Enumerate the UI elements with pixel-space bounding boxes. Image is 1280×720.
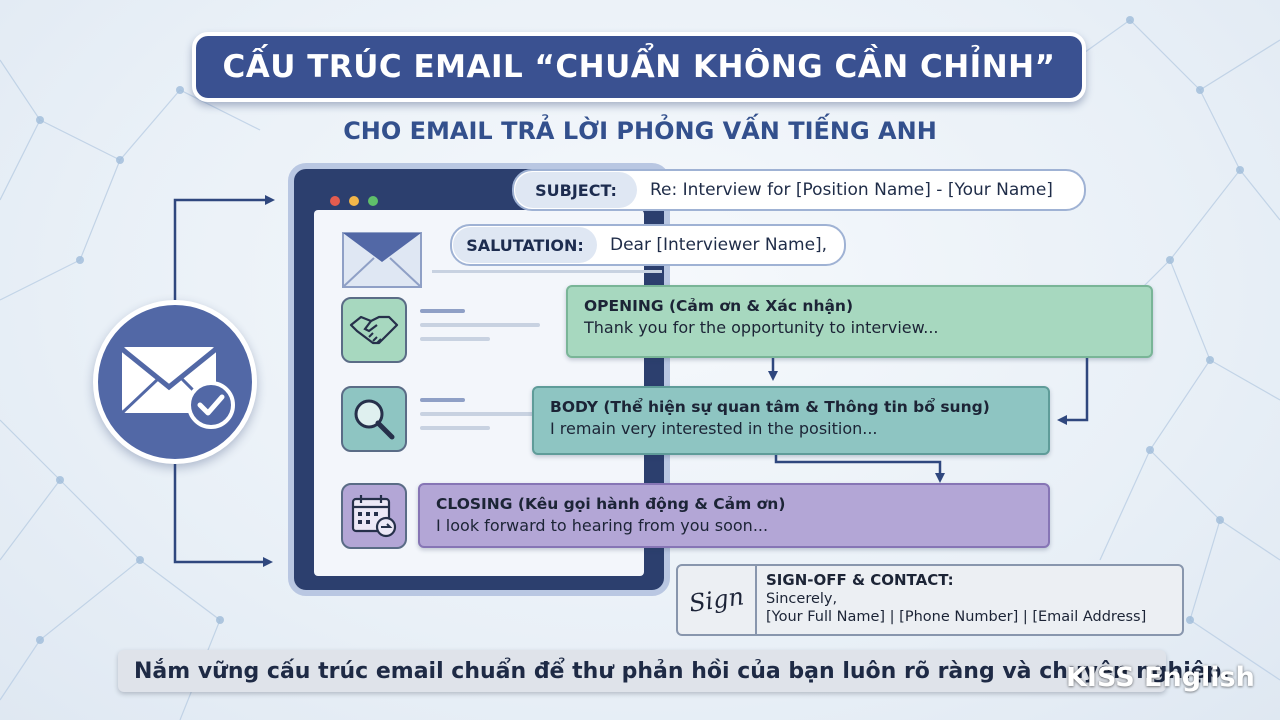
signoff-line-1: Sincerely, bbox=[766, 591, 838, 607]
signature-icon: Sign bbox=[678, 566, 757, 634]
handshake-icon bbox=[349, 315, 399, 345]
window-dot-red bbox=[330, 196, 340, 206]
opening-card: OPENING (Cảm ơn & Xác nhận) Thank you fo… bbox=[566, 285, 1153, 358]
opening-text: Thank you for the opportunity to intervi… bbox=[584, 318, 939, 337]
email-check-icon bbox=[120, 347, 235, 429]
body-card: BODY (Thể hiện sự quan tâm & Thông tin b… bbox=[532, 386, 1050, 455]
divider-line bbox=[432, 270, 662, 273]
body-text: I remain very interested in the position… bbox=[550, 419, 878, 438]
salutation-label: SALUTATION: bbox=[453, 227, 597, 263]
subject-label: SUBJECT: bbox=[515, 172, 637, 208]
salutation-value: Dear [Interviewer Name], bbox=[610, 235, 828, 255]
opening-text-lines bbox=[420, 309, 540, 351]
body-title: BODY (Thể hiện sự quan tâm & Thông tin b… bbox=[550, 398, 990, 416]
closing-text: I look forward to hearing from you soon.… bbox=[436, 516, 769, 535]
signoff-title: SIGN-OFF & CONTACT: bbox=[766, 571, 954, 589]
signoff-card: Sign SIGN-OFF & CONTACT: Sincerely, [You… bbox=[676, 564, 1184, 636]
footer-banner: Nắm vững cấu trúc email chuẩn để thư phả… bbox=[118, 650, 1230, 692]
opening-title: OPENING (Cảm ơn & Xác nhận) bbox=[584, 297, 854, 315]
closing-icon-box bbox=[341, 483, 407, 549]
window-dot-green bbox=[368, 196, 378, 206]
envelope-icon bbox=[342, 232, 422, 288]
body-text-lines bbox=[420, 398, 540, 440]
subject-value: Re: Interview for [Position Name] - [You… bbox=[650, 180, 1053, 200]
body-icon-box bbox=[341, 386, 407, 452]
page-subtitle: CHO EMAIL TRẢ LỜI PHỎNG VẤN TIẾNG ANH bbox=[343, 117, 937, 145]
closing-card: CLOSING (Kêu gọi hành động & Cảm ơn) I l… bbox=[418, 483, 1050, 548]
page-title: CẤU TRÚC EMAIL “CHUẨN KHÔNG CẦN CHỈNH” bbox=[222, 49, 1056, 85]
brand-watermark: KISS English bbox=[1066, 662, 1255, 693]
closing-title: CLOSING (Kêu gọi hành động & Cảm ơn) bbox=[436, 495, 786, 513]
window-dot-yellow bbox=[349, 196, 359, 206]
magnifier-icon bbox=[354, 399, 395, 440]
signoff-line-2: [Your Full Name] | [Phone Number] | [Ema… bbox=[766, 609, 1147, 625]
calendar-icon bbox=[351, 495, 397, 538]
title-banner: CẤU TRÚC EMAIL “CHUẨN KHÔNG CẦN CHỈNH” bbox=[192, 32, 1086, 102]
opening-icon-box bbox=[341, 297, 407, 363]
email-check-badge bbox=[93, 300, 257, 464]
signature-label: Sign bbox=[687, 582, 746, 618]
